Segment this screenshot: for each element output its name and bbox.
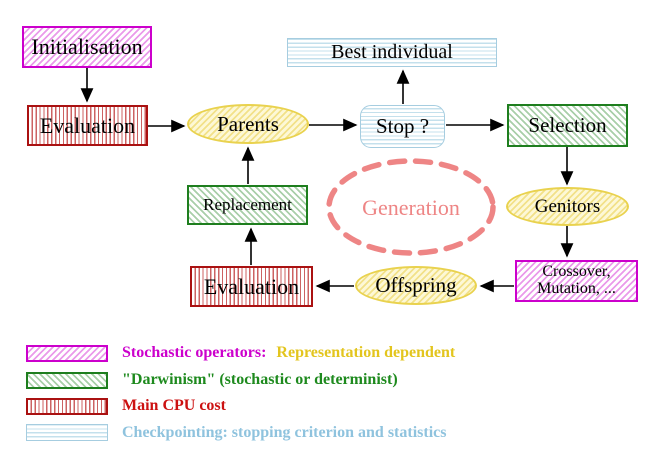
node-replacement: Replacement — [187, 185, 308, 225]
legend-text-stochastic-operators: Stochastic operators: — [122, 344, 267, 361]
generation-ellipse — [326, 158, 496, 256]
legend-swatch-darwinism — [26, 372, 108, 389]
crossover-line1: Crossover, — [542, 263, 611, 281]
legend-swatch-cpu-cost — [26, 398, 108, 415]
node-evaluation-top: Evaluation — [27, 105, 148, 146]
legend-label-cpu-cost: Main CPU cost — [122, 397, 226, 414]
node-parents: Parents — [187, 104, 309, 144]
node-generation-label: Generation — [362, 195, 460, 221]
legend-text-representation-dependent: Representation dependent — [276, 344, 456, 361]
node-evaluation-bottom: Evaluation — [190, 266, 313, 307]
legend-swatch-stochastic — [26, 345, 108, 362]
legend-label-checkpointing: Checkpointing: stopping criterion and st… — [122, 424, 447, 441]
node-selection: Selection — [507, 104, 628, 147]
legend-label-stochastic: Stochastic operators: Representation depe… — [122, 344, 455, 362]
crossover-line2: Mutation, ... — [537, 280, 616, 297]
node-offspring: Offspring — [355, 266, 477, 305]
node-best-individual: Best individual — [287, 38, 497, 67]
node-initialisation: Initialisation — [22, 26, 152, 68]
node-crossover-mutation: Crossover, Mutation, ... — [515, 260, 638, 302]
legend-swatch-checkpointing — [26, 424, 108, 441]
node-stop: Stop ? — [360, 105, 445, 148]
node-genitors: Genitors — [506, 187, 629, 226]
legend-label-darwinism: "Darwinism" (stochastic or determinist) — [122, 371, 398, 388]
